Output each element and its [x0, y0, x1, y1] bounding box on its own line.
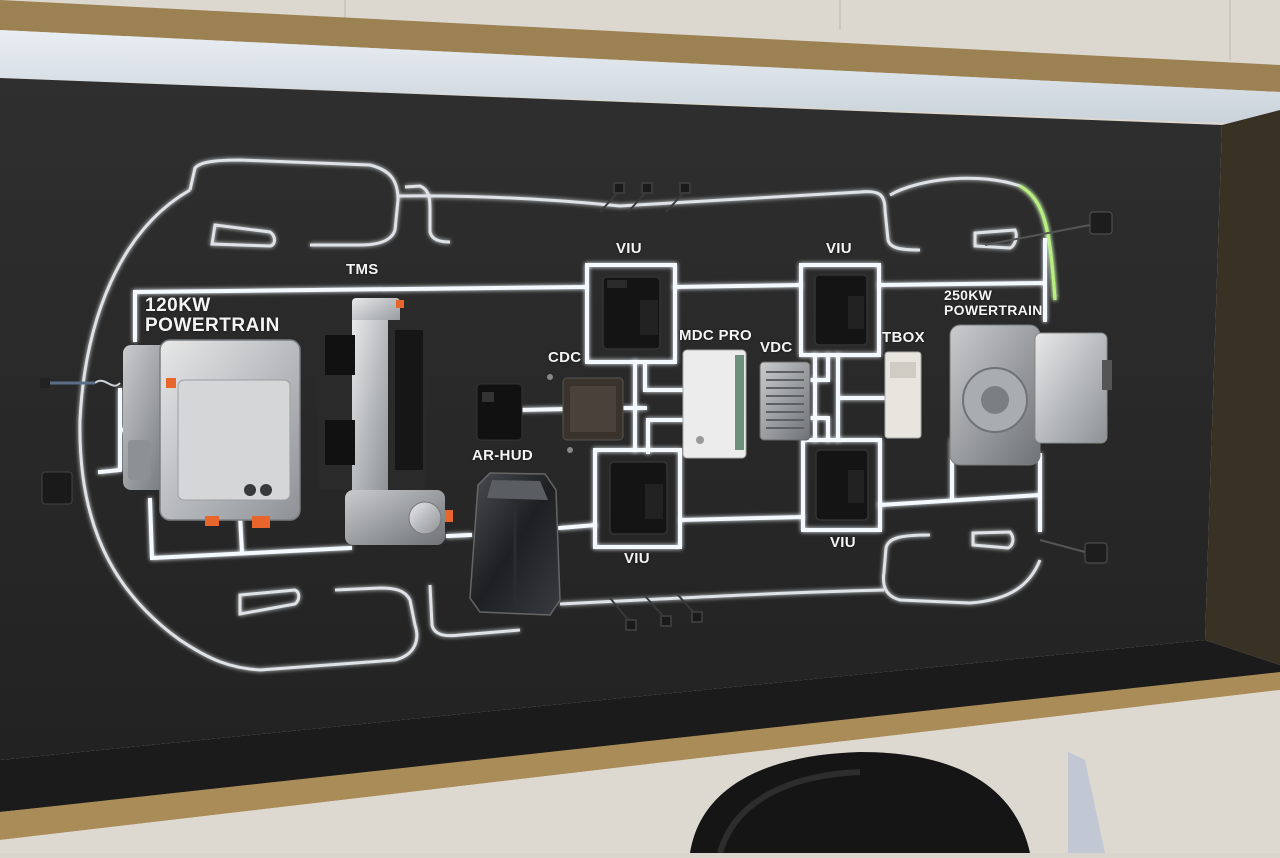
- car-outline: [78, 158, 1057, 672]
- tbox-unit: [884, 351, 922, 439]
- left-sensor: [41, 471, 73, 505]
- niche-shelf: [0, 640, 1280, 812]
- acrylic-stand: [1068, 752, 1105, 853]
- front-powertrain-label: 120KW POWERTRAIN: [145, 296, 280, 336]
- viu-top-right-label: VIU: [826, 240, 852, 257]
- niche-right-wall: [1205, 110, 1280, 665]
- cable-connectors: [599, 182, 703, 631]
- rear-powertrain-label-line1: 250KW: [944, 287, 993, 303]
- chair-back: [690, 752, 1030, 853]
- viu-frames: [585, 263, 882, 549]
- tms-label: TMS: [346, 261, 379, 278]
- front-powertrain-label-line1: 120KW: [145, 295, 211, 316]
- right-sensors: [984, 211, 1113, 564]
- front-powertrain-unit: [40, 339, 301, 528]
- frame-bottom: [0, 672, 1280, 840]
- ar-hud-unit: [469, 472, 561, 616]
- viu-modules: [602, 274, 869, 535]
- ar-hud-label: AR-HUD: [472, 447, 533, 464]
- frame-top: [0, 0, 1280, 92]
- viu-bottom-left-label: VIU: [624, 550, 650, 567]
- rear-powertrain-unit: [949, 324, 1112, 466]
- rear-powertrain-label: 250KW POWERTRAIN: [944, 288, 1043, 317]
- vdc-label: VDC: [760, 339, 793, 356]
- chair-highlight: [717, 769, 861, 854]
- cdc-label: CDC: [548, 349, 582, 366]
- front-powertrain-label-line2: POWERTRAIN: [145, 314, 280, 336]
- green-accent-strip: [1019, 184, 1057, 301]
- mdc-pro-label: MDC PRO: [679, 327, 752, 344]
- tms-unit: [318, 298, 453, 545]
- rear-powertrain-label-line2: POWERTRAIN: [944, 301, 1043, 318]
- viu-top-left-label: VIU: [616, 240, 642, 257]
- mdc-pro-unit: [682, 349, 747, 459]
- cdc-unit: [476, 374, 624, 453]
- niche-ceiling: [0, 30, 1280, 125]
- vdc-unit: [759, 361, 811, 441]
- tbox-label: TBOX: [882, 329, 925, 346]
- viu-bottom-right-label: VIU: [830, 534, 856, 551]
